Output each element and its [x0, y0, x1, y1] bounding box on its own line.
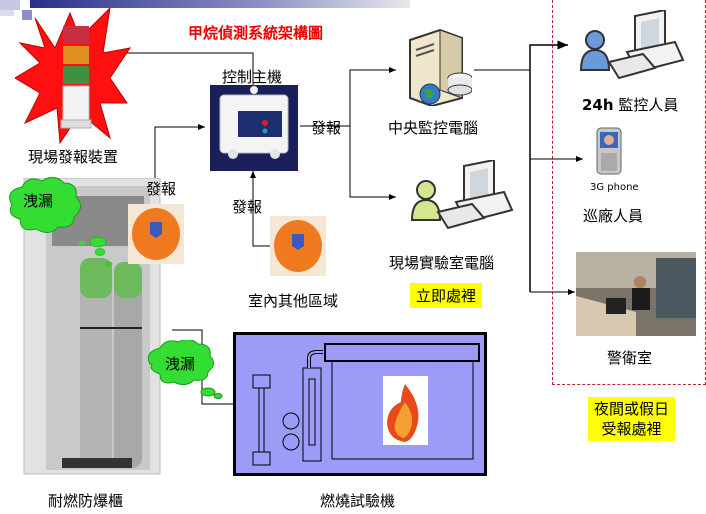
leak-cloud-icon-2: [147, 340, 223, 399]
mobile-phone-icon: [596, 127, 622, 175]
diagram-title: 甲烷偵測系統架構圖: [188, 24, 324, 42]
edge-label-report: 發報: [311, 119, 342, 137]
phone-caption: 3G phone: [590, 182, 639, 193]
header-decoration: [0, 10, 14, 16]
immediate-handling-badge: 立即處裡: [410, 283, 483, 308]
user-computer-icon-24h: [579, 10, 685, 80]
lab-pc-label: 現場實驗室電腦: [389, 254, 495, 272]
monitor-24h-label: 24h 監控人員: [582, 94, 678, 115]
server-icon: [409, 28, 472, 106]
combustion-label: 燃燒試驗機: [320, 492, 396, 510]
leak-label: 洩漏: [23, 192, 54, 210]
night-handling-badge: 夜間或假日 受報處裡: [588, 397, 676, 441]
edge-label-report-other: 發報: [232, 198, 263, 216]
guard-room-photo: [576, 252, 696, 336]
line-to-24h: [529, 40, 568, 292]
control-box-icon: [210, 85, 298, 171]
guard-room-label: 警衛室: [607, 349, 653, 367]
combustion-machine-icon: [233, 332, 487, 476]
gas-sensor-icon-other: [270, 216, 326, 276]
cabinet-label: 耐燃防爆櫃: [48, 492, 124, 510]
controller-label: 控制主機: [222, 68, 283, 86]
line-other-sensor-to-controller: [250, 171, 278, 247]
line-controller-to-alarm: [95, 50, 254, 85]
user-computer-icon: [410, 160, 514, 230]
night-handling-line2: 受報處裡: [601, 420, 662, 438]
monitor-24h-bold: 24h: [582, 96, 614, 114]
leak-bubbles: [89, 236, 113, 267]
line-to-lab-pc: [349, 126, 396, 200]
patrol-label: 巡廠人員: [583, 207, 644, 225]
header-decoration: [22, 10, 32, 20]
leak-cloud-icon: [9, 177, 86, 245]
monitor-24h-text: 監控人員: [618, 96, 679, 114]
header-bar: [30, 0, 410, 8]
night-handling-line1: 夜間或假日: [594, 400, 670, 418]
header-decoration: [0, 0, 20, 10]
gas-sensor-icon: [128, 204, 184, 264]
alarm-device-label: 現場發報裝置: [28, 148, 119, 166]
leak-label-2: 洩漏: [165, 355, 196, 373]
tower-light-icon: [15, 8, 132, 145]
edge-label-report-cabinet: 發報: [146, 180, 177, 198]
other-area-label: 室內其他區域: [248, 292, 339, 310]
central-pc-label: 中央監控電腦: [388, 119, 479, 137]
